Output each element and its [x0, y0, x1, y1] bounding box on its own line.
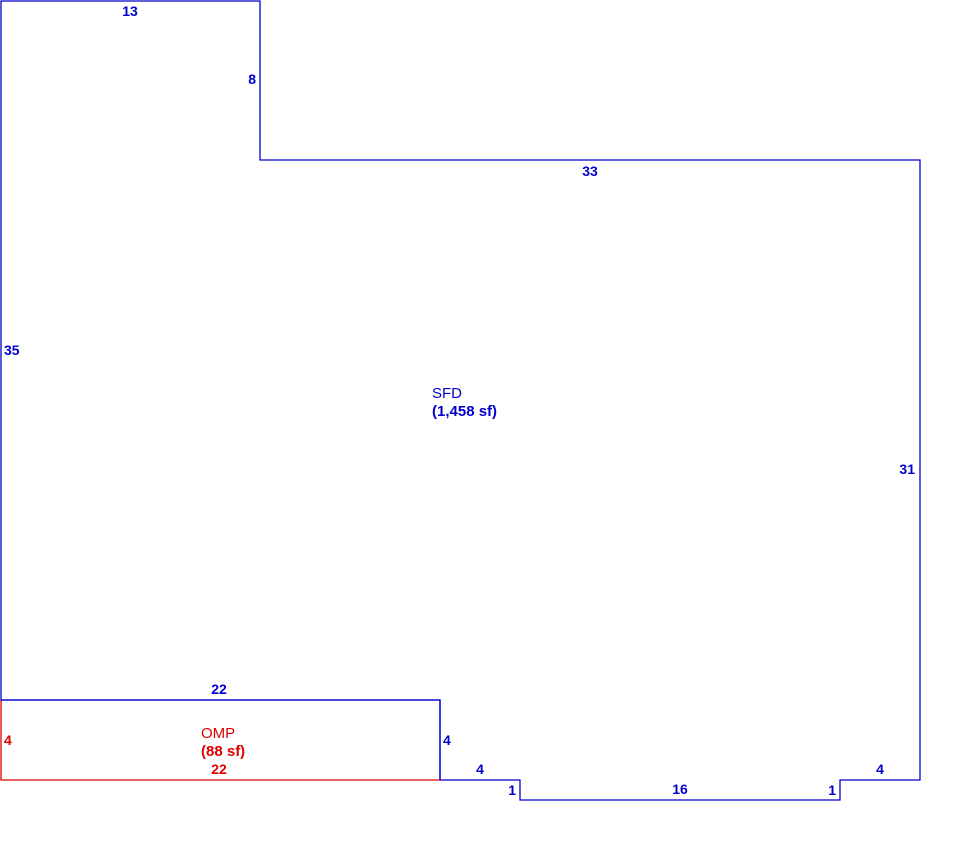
dim-left: 35	[4, 342, 20, 358]
dim-porch-left: 4	[4, 732, 12, 748]
dim-left-jog: 1	[508, 782, 516, 798]
dim-bottom-middle: 16	[672, 781, 688, 797]
sfd-area-name: SFD	[432, 385, 462, 402]
dim-upper-right-top: 33	[582, 163, 598, 179]
dim-porch-top: 22	[211, 681, 227, 697]
omp-area-size: (88 sf)	[201, 743, 245, 760]
dim-porch-bottom: 22	[211, 761, 227, 777]
dim-top: 13	[122, 3, 138, 19]
dim-bottom-right-run: 4	[876, 761, 884, 777]
dim-right-jog: 1	[828, 782, 836, 798]
omp-area-name: OMP	[201, 725, 235, 742]
dim-right: 31	[899, 461, 915, 477]
omp-outline-shared	[1, 699, 441, 780]
dim-bottom-left-run: 4	[476, 761, 484, 777]
dim-porch-right: 4	[443, 732, 451, 748]
dim-upper-step: 8	[248, 71, 256, 87]
omp-outline-red	[0, 700, 440, 781]
sfd-area-size: (1,458 sf)	[432, 403, 497, 420]
